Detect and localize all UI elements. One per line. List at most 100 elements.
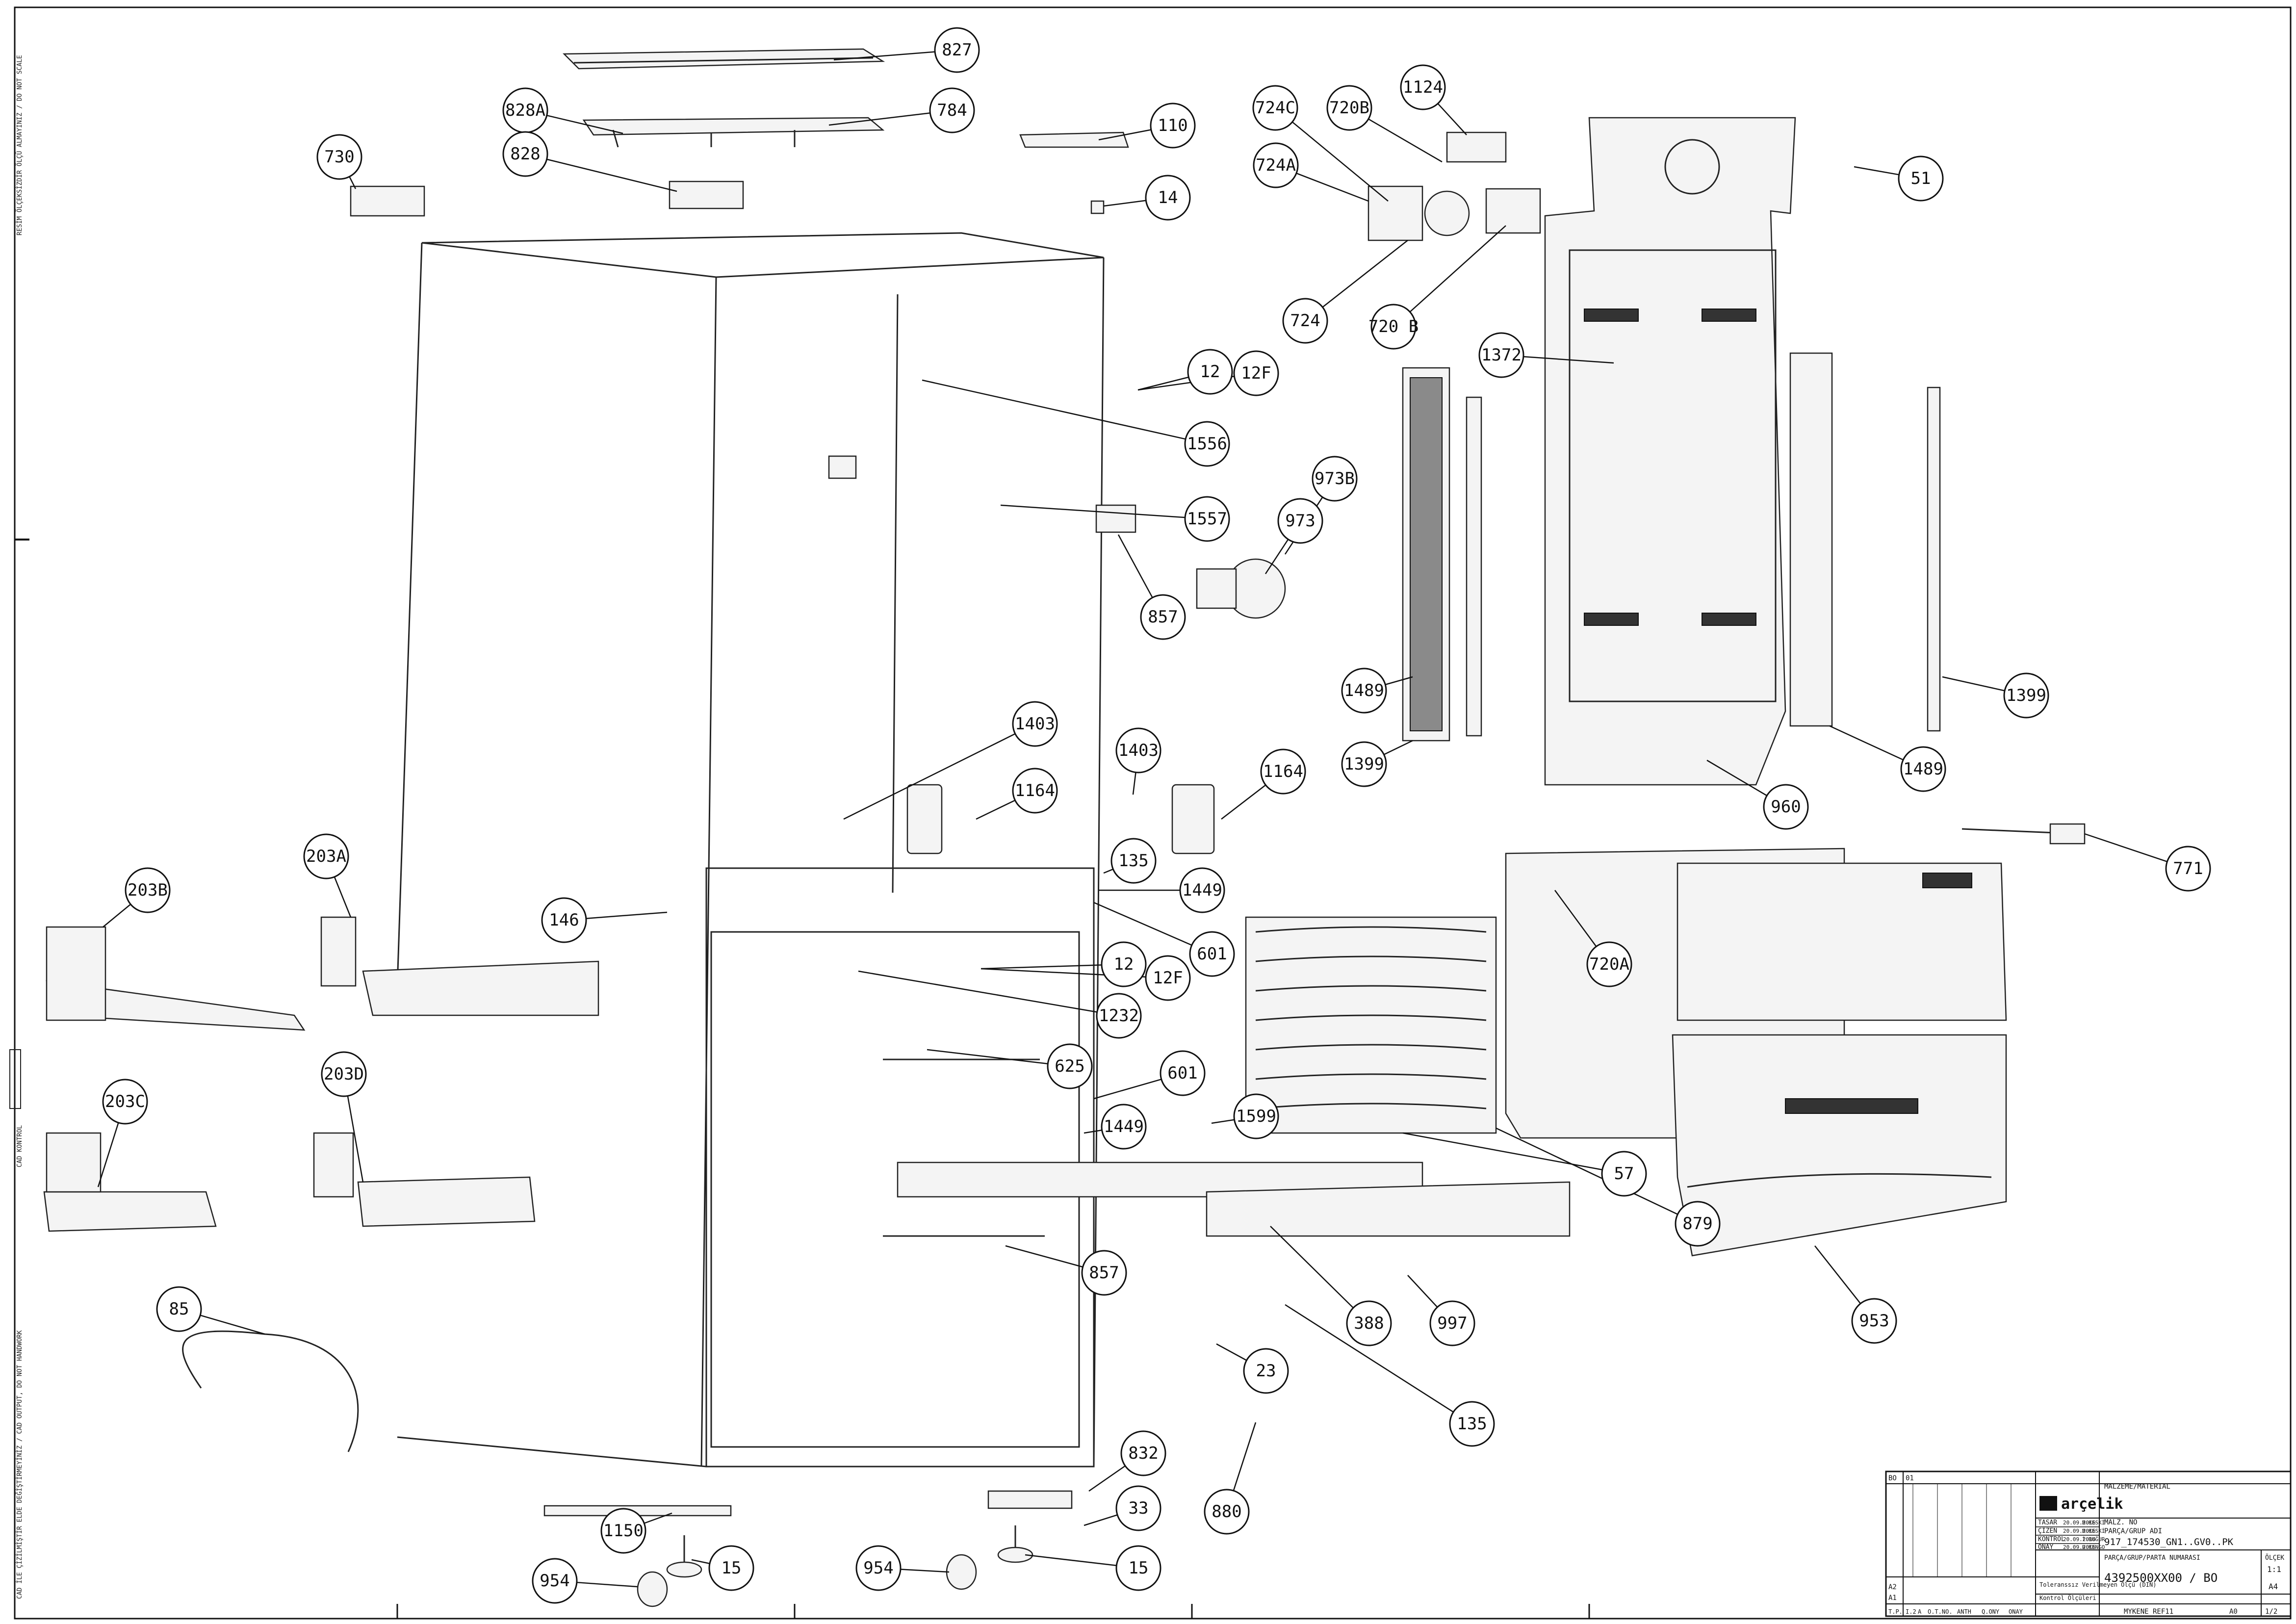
part-number-label: 954 [863,1558,893,1578]
part-balloon: 110 [1150,103,1196,149]
material-no-label: MALZ. NO [2104,1519,2137,1526]
part-number-label: 601 [1167,1063,1197,1083]
part-number-label: 720 B [1368,317,1419,336]
part-balloon: 720B [1326,85,1372,131]
footer-total: 1/2 [2265,1608,2277,1616]
part-balloon: 954 [855,1545,902,1591]
part-number-label: 1489 [1903,759,1943,779]
part-number-label: 110 [1158,116,1187,135]
part-number-label: 203B [128,880,168,900]
leader-line [1383,740,1413,755]
margin-note-middle: CAD KONTROL [16,1125,24,1167]
leader-line [586,911,668,919]
left-code: ONAY [2009,1608,2023,1615]
date-row: TASAR 20.09.2016 M.KESKİ [2038,1519,2105,1526]
part-number-label: 1557 [1187,509,1227,529]
part-balloon: 1399 [1341,741,1387,787]
leader-line [576,1581,638,1588]
drawing-frame [14,6,2292,1620]
evaporator-cover-1372 [1544,117,1796,786]
leader-line [1296,173,1369,202]
part-balloon: 12F [1233,350,1279,396]
part-balloon: 203A [303,833,349,879]
svg-text:20.09.2016: 20.09.2016 [2063,1520,2095,1526]
part-balloon: 146 [541,897,587,943]
part-balloon: 1599 [1233,1093,1279,1139]
part-balloon: 14 [1145,175,1191,221]
part-balloon: 1489 [1341,668,1387,714]
date-row: KONTROL 20.09.2016 İ.BUĞUR [2038,1536,2105,1543]
part-balloon: 828 [502,131,548,177]
leader-line [1216,1343,1247,1361]
part-number-label: 625 [1055,1057,1084,1076]
part-number-label: 1164 [1263,762,1303,781]
top-cover-827 [563,48,885,70]
panel-1489-right [1789,352,1833,727]
part-number-label: 33 [1129,1498,1149,1518]
part-857-sketch [1095,504,1136,533]
part-number-label: 1489 [1344,681,1384,700]
leader-line [103,903,131,928]
leader-line [1137,376,1189,391]
footer-sheet: A0 [2229,1608,2238,1616]
part-balloon: 784 [929,87,975,133]
bracket-832-sketch [987,1490,1073,1509]
svg-text:KONTROL: KONTROL [2038,1536,2065,1543]
part-balloon: 1556 [1184,421,1230,467]
part-number-label: 724A [1256,155,1296,175]
filter-1489-left-mesh [1410,377,1443,731]
date-row: ONAY 20.09.2016 H.KENGO [2038,1544,2105,1551]
part-14-sketch [1090,200,1105,214]
left-code: O.T.NO. [1928,1608,1953,1615]
leader-line [1496,1127,1678,1215]
margin-note-bottom: CAD İLE ÇİZİLMİŞTİR ELDE DEĞİŞTİRMEYİNİZ… [16,1330,24,1599]
foot-15-right [997,1525,1033,1563]
leader-line [1523,356,1614,364]
seal-1399-right [1927,387,1941,732]
part-balloon: 601 [1189,931,1235,977]
leader-line [1814,1245,1861,1304]
part-balloon: 832 [1120,1430,1166,1476]
left-code: Q.ONY [1982,1608,2000,1615]
title-rev-cell-1: BO [1888,1474,1897,1482]
leader-line [1117,534,1153,598]
leader-line [2084,833,2167,862]
seal-1399-left [1466,396,1482,737]
leader-line [1211,1119,1235,1124]
part-balloon: 960 [1763,784,1809,830]
part-balloon: 720 B [1368,304,1419,350]
leader-line [1103,868,1113,874]
part-number-label: 960 [1771,797,1801,817]
leader-line [347,1096,364,1183]
part-number-label: 973B [1315,469,1355,489]
part-number-label: 1150 [603,1521,644,1541]
part-number-label: 388 [1354,1314,1384,1333]
part-number-label: 1124 [1403,77,1443,97]
tolerance-label: Toleranssız Verilmeyen Ölçü (DIN) [2039,1580,2156,1588]
leader-line [1000,504,1186,518]
leader-line [858,970,1097,1013]
part-balloon: 85 [156,1286,202,1332]
part-number-label: 784 [937,101,967,120]
part-balloon: 954 [532,1558,578,1604]
svg-text:TASAR: TASAR [2038,1519,2057,1526]
leader-line [828,112,930,126]
part-name: 917_174530_GN1..GV0..PK [2104,1537,2234,1547]
part-number-label: 14 [1158,188,1178,207]
evaporator-coil-879 [1245,916,1497,1134]
svg-text:H.KENGO: H.KENGO [2082,1544,2105,1550]
part-number-label: 724C [1255,98,1295,118]
part-balloon: 1372 [1478,332,1524,378]
leader-line [1402,1132,1602,1171]
left-rev-label: A2 [1888,1583,1897,1591]
part-number-label: 1372 [1481,345,1522,365]
left-rev-label: A1 [1888,1594,1897,1602]
part-balloon: 388 [1346,1300,1392,1346]
leader-line [1942,676,2005,692]
part-number-label: 1449 [1104,1117,1144,1136]
part-balloon: 12F [1145,955,1191,1001]
rail-203B [46,926,306,1031]
part-1124-sketch [1446,131,1507,163]
leader-line [900,1569,950,1573]
